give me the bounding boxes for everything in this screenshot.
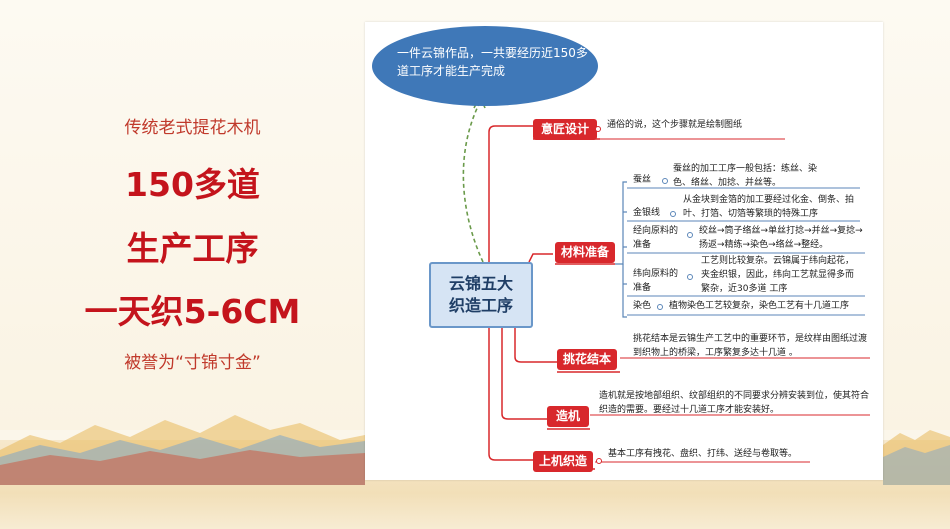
mountain-decoration	[0, 415, 950, 485]
sub-silk-desc: 蚕丝的加工工序一般包括：练丝、染色、络丝、加捻、并丝等。	[673, 164, 818, 188]
branch-materials-label: 材料准备	[560, 245, 609, 259]
process-count-headline: 150多道	[125, 165, 260, 204]
left-text-column: 传统老式提花木机 150多道 生产工序 一天织5-6CM 被誉为“寸锦寸金”	[0, 0, 385, 430]
sub-metal-thread-label: 金银线	[633, 208, 661, 218]
connector-dot	[662, 178, 668, 184]
connector-dot	[596, 458, 602, 464]
sub-weft-desc: 工艺则比较复杂。云锦属于纬向起花，夹金织银，因此，纬向工艺就显得多而繁杂，近30…	[701, 256, 855, 294]
branch-pattern-setup: 挑花结本	[557, 349, 617, 370]
connector-dot	[687, 274, 693, 280]
summary-text: 一件云锦作品，一共要经历近150多道工序才能生产完成	[397, 46, 588, 78]
branch-materials: 材料准备	[555, 242, 615, 263]
central-topic-label: 云锦五大织造工序	[449, 274, 514, 315]
branch-design: 意匠设计	[533, 119, 597, 140]
branch-weaving: 上机织造	[533, 451, 593, 472]
connector-dot	[670, 211, 676, 217]
sub-dyeing-desc: 植物染色工艺较复杂，染色工艺有十几道工序	[669, 301, 850, 311]
branch-pattern-setup-label: 挑花结本	[562, 352, 611, 366]
connector-dot	[657, 304, 663, 310]
sub-metal-thread-desc: 从金块到金箔的加工要经过化金、倒条、拍叶、打箔、切箔等繁琐的特殊工序	[683, 195, 855, 219]
branch-weaving-label: 上机织造	[538, 454, 587, 468]
sub-warp-label: 经向原料的准备	[633, 226, 679, 250]
summary-bubble: 一件云锦作品，一共要经历近150多道工序才能生产完成	[372, 26, 598, 106]
branch-design-label: 意匠设计	[540, 122, 589, 136]
branch-pattern-setup-desc: 挑花结本是云锦生产工艺中的重要环节，是纹样由图纸过渡到织物上的桥梁，工序繁复多达…	[633, 334, 868, 358]
branch-loom-building-desc: 造机就是按地部组织、纹部组织的不同要求分辨安装到位，使其符合织造的需要。要经过十…	[599, 391, 870, 415]
connector-dot	[687, 232, 693, 238]
branch-loom-building: 造机	[547, 406, 589, 427]
sub-dyeing-label: 染色	[633, 301, 652, 311]
mindmap-panel: 一件云锦作品，一共要经历近150多道工序才能生产完成 云锦五大织造工序 意匠设计…	[365, 22, 883, 480]
branch-weaving-desc: 基本工序有拽花、盘织、打纬、送经与卷取等。	[608, 449, 798, 459]
sub-weft-label: 纬向原料的准备	[633, 269, 679, 293]
branch-design-desc: 通俗的说，这个步骤就是绘制图纸	[607, 120, 743, 130]
central-topic: 云锦五大织造工序	[429, 262, 533, 328]
reputation-caption: 被誉为“寸锦寸金”	[124, 353, 261, 373]
sub-silk-label: 蚕丝	[633, 175, 652, 185]
loom-caption: 传统老式提花木机	[124, 118, 261, 138]
connector-dot	[595, 126, 601, 132]
branch-loom-building-label: 造机	[555, 409, 580, 423]
process-headline: 生产工序	[126, 229, 259, 268]
daily-output-headline: 一天织5-6CM	[84, 292, 301, 331]
sub-warp-desc: 绞丝→筒子络丝→单丝打捻→并丝→复捻→扬返→精练→染色→络丝→整经。	[699, 226, 863, 250]
